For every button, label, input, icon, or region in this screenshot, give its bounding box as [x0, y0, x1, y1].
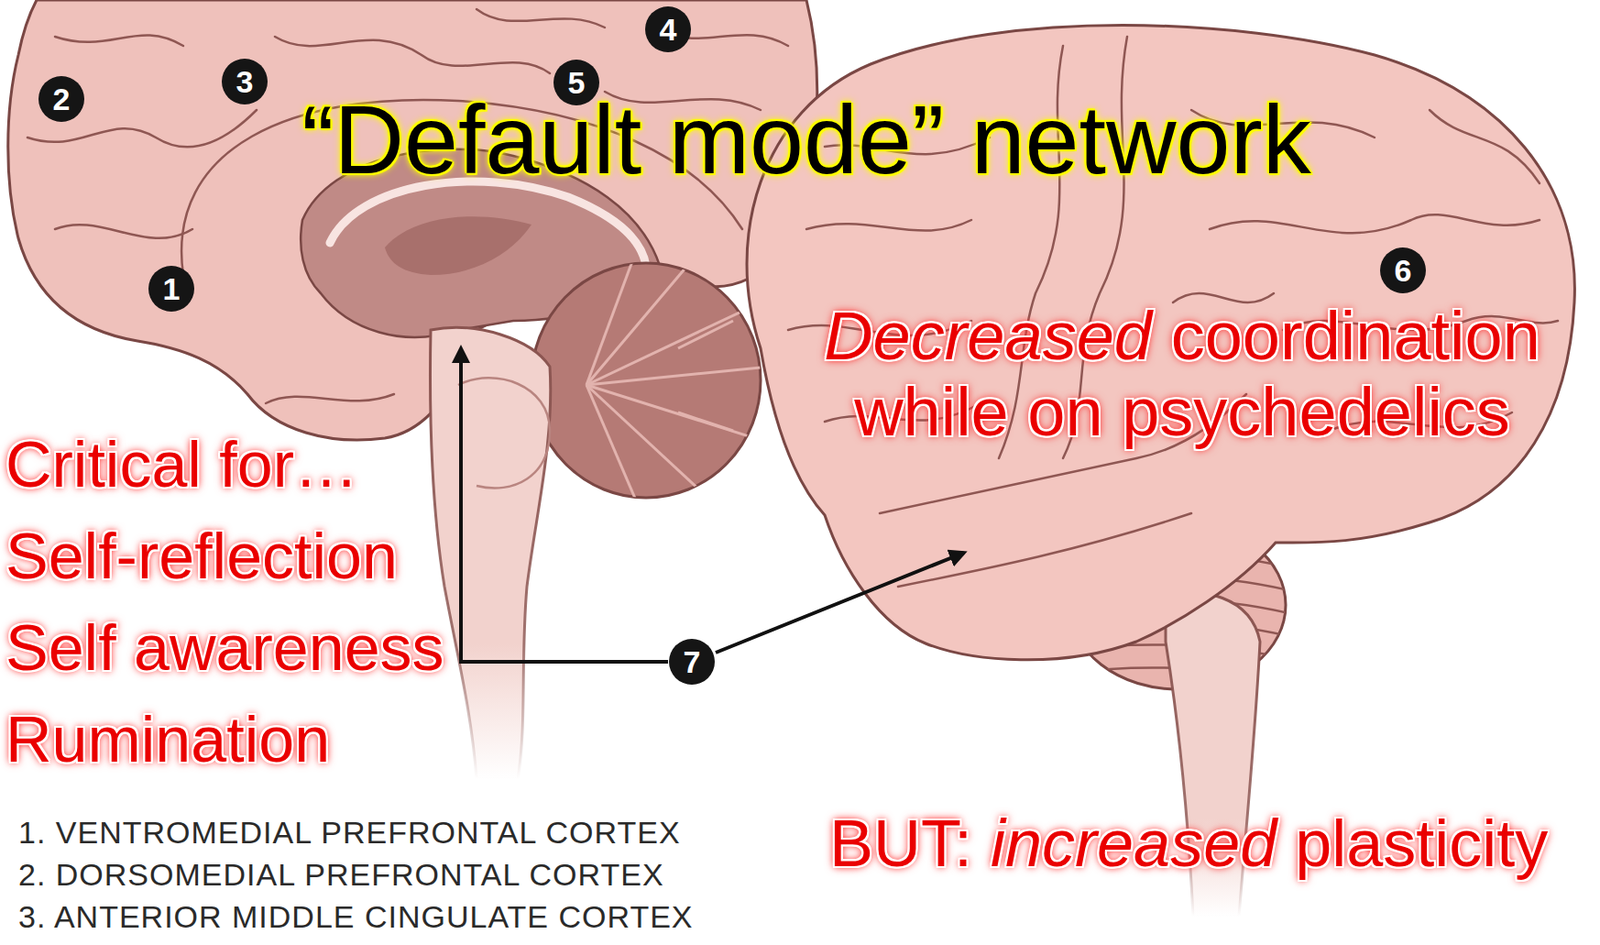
callout-number: 4 [645, 6, 691, 53]
arbor-line [586, 265, 688, 385]
callout-number: 2 [38, 76, 85, 122]
callout-wrap: 5 [553, 59, 600, 106]
arbor-line [678, 412, 734, 431]
sulcus [898, 513, 1192, 587]
arbor-line [586, 261, 633, 385]
function-wrap: Critical for… [5, 427, 359, 502]
sulcus [54, 34, 184, 46]
arbor-line [586, 384, 642, 514]
callout-wrap: 3 [221, 58, 268, 105]
function-label: Critical for… [5, 427, 359, 502]
sulcus [1209, 214, 1540, 233]
callout-number: 3 [221, 58, 268, 105]
note-text: Decreased [823, 297, 1152, 374]
callout-wrap: 2 [38, 76, 85, 122]
function-wrap: Self-reflection [5, 519, 398, 593]
sulcus [476, 9, 605, 28]
plasticity-note: BUT:increasedplasticity [829, 806, 1548, 880]
arbor-line [678, 320, 734, 349]
sulci [27, 9, 789, 404]
sulcus [54, 224, 193, 239]
sulcus [806, 219, 972, 231]
title: “Default mode” network [301, 85, 1312, 194]
note-text: BUT: [829, 806, 973, 880]
callout-wrap: 6 [1380, 247, 1426, 294]
callout-number: 6 [1380, 247, 1426, 294]
callout-wrap: 4 [645, 6, 691, 53]
note-text: increased [990, 806, 1277, 880]
callout-number: 1 [148, 265, 195, 312]
function-label: Rumination [5, 702, 330, 777]
sulcus [265, 394, 395, 404]
callout-wrap: 1 [148, 265, 195, 312]
callout-number: 5 [553, 59, 600, 106]
region-name: 1. VENTROMEDIAL PREFRONTAL CORTEX [18, 813, 681, 851]
arbor-line [586, 366, 770, 385]
function-label: Self-reflection [5, 519, 398, 593]
callout-wrap: 7 [668, 638, 715, 685]
callout-number: 7 [668, 638, 715, 685]
function-wrap: Self awareness [5, 611, 445, 685]
region-name: 3. ANTERIOR MIDDLE CINGULATE CORTEX [18, 898, 694, 935]
effect-note: Decreasedcoordination while on psychedel… [797, 297, 1568, 450]
cerebrum [8, 0, 818, 440]
region-name: 2. DORSOMEDIAL PREFRONTAL CORTEX [18, 855, 665, 893]
pons [458, 377, 550, 488]
function-label: Self awareness [5, 611, 445, 685]
ventricle [384, 216, 532, 275]
leader-arrow [460, 348, 669, 662]
sulcus [1429, 109, 1540, 184]
leader-arrow [715, 552, 965, 653]
brainstem [430, 327, 551, 779]
region-wrap: 3. ANTERIOR MIDDLE CINGULATE CORTEX [18, 898, 694, 935]
arbor-line [586, 384, 761, 440]
sulcus [274, 36, 550, 74]
arbor-vitae [586, 261, 770, 514]
function-wrap: Rumination [5, 702, 330, 777]
region-wrap: 2. DORSOMEDIAL PREFRONTAL CORTEX [18, 855, 665, 893]
arbor-line [586, 384, 715, 505]
note-text: plasticity [1294, 806, 1548, 880]
region-wrap: 1. VENTROMEDIAL PREFRONTAL CORTEX [18, 813, 681, 851]
